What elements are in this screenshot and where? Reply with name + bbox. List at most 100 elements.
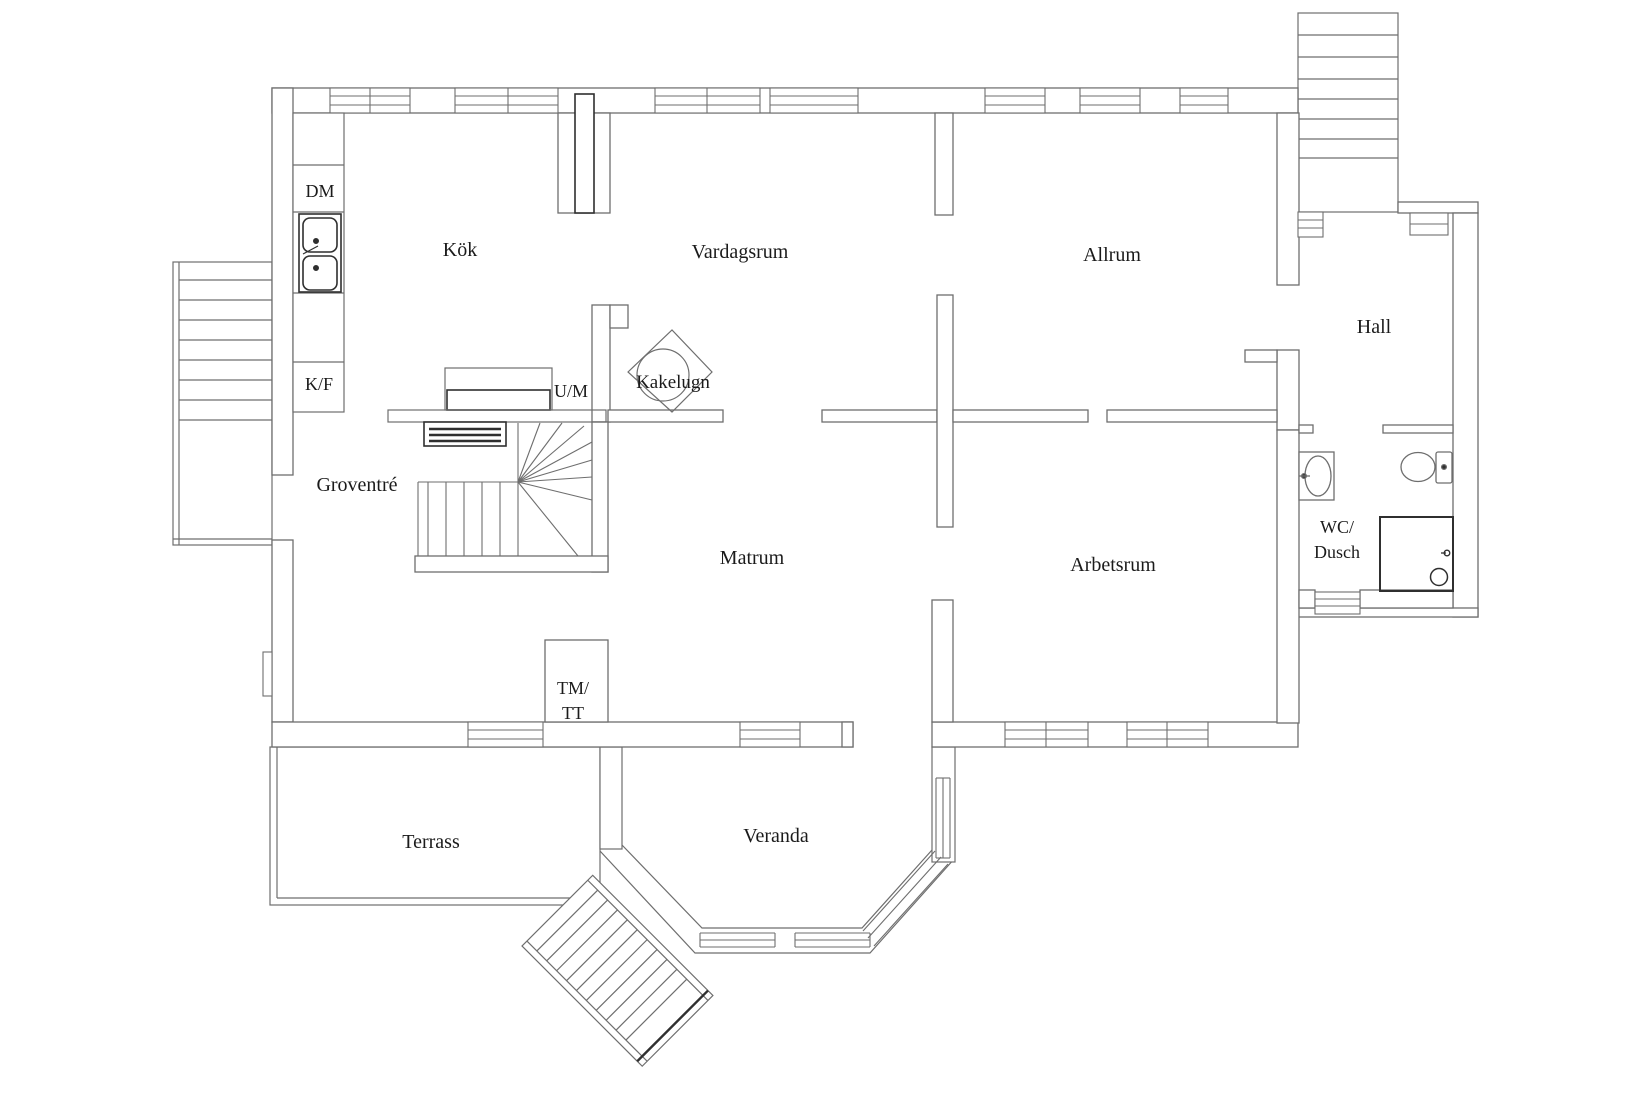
stairs-garden-diagonal [521, 874, 714, 1068]
winder-tread [517, 425, 585, 483]
winder-tread [517, 481, 579, 557]
stair-rail [526, 940, 648, 1062]
stair-outline [521, 874, 714, 1068]
window [467, 721, 544, 748]
window [1079, 87, 1141, 114]
window-line-angled [867, 856, 942, 939]
wall-matrum-north-west [607, 409, 724, 423]
winder-tread [517, 481, 593, 501]
faucet-lever [302, 245, 319, 255]
window [769, 87, 859, 114]
kitchen-fixtures [292, 112, 607, 423]
fixture-label-dm: DM [305, 181, 334, 201]
stair-tread [615, 968, 678, 1031]
fixture-label-kf: K/F [305, 374, 333, 394]
entry-doorstep [1297, 211, 1324, 238]
window-line-angled [862, 850, 936, 932]
room-label-wc-line1: WC/ [1320, 517, 1354, 537]
wc-doorstep [1314, 591, 1361, 615]
window [1179, 87, 1229, 114]
shower-icon [1379, 516, 1454, 592]
stair-tread [605, 959, 668, 1021]
wall-wc-north-a [1298, 424, 1314, 434]
fixture-label-um: U/M [554, 381, 588, 401]
wall-arbetsrum-east [1276, 429, 1300, 724]
stair-tread [576, 929, 638, 991]
wall-allrum-arbetsrum [1106, 409, 1278, 423]
oven-front [446, 389, 551, 411]
thresholds [1297, 211, 1361, 615]
kitchen-bench [387, 409, 607, 423]
veranda-inner-edge [621, 844, 933, 929]
stove-diamond [627, 329, 713, 413]
winder-tread [517, 422, 541, 483]
stair-tread [595, 949, 658, 1011]
fixture-label-kakelugn: Kakelugn [636, 372, 710, 393]
window [454, 87, 559, 114]
terrace-deck [269, 746, 601, 906]
sink-basin [302, 255, 338, 291]
window [739, 721, 801, 748]
room-labels: Kök Vardagsrum Allrum Hall Groventré Mat… [316, 239, 1391, 853]
stove-circle [636, 348, 690, 402]
room-label-wc-line2: Dusch [1314, 542, 1360, 562]
window [984, 87, 1046, 114]
toilet-bowl [1400, 451, 1436, 483]
stair-outline [1297, 12, 1399, 213]
stair-outline [172, 261, 273, 546]
stairs-interior-winder [417, 422, 593, 557]
winder-tread [517, 422, 563, 483]
veranda-west-wall [599, 746, 623, 850]
wall-stair-east [591, 421, 609, 573]
stair-tread [556, 909, 618, 972]
wall-allrum-hall-lower [1276, 349, 1300, 431]
terrace-outline [269, 746, 601, 906]
stair-tread [625, 978, 688, 1041]
faucet-dot [312, 238, 319, 245]
wall-cross-right-arm [952, 409, 1089, 423]
wall-stub [1244, 349, 1278, 363]
window-small [262, 651, 273, 697]
shower-drain [1429, 567, 1449, 587]
wall-vardagsrum-allrum [934, 112, 954, 216]
wall-matrum-arbetsrum [931, 599, 954, 723]
stair-tread [585, 939, 648, 1001]
room-label-terrass: Terrass [402, 831, 460, 853]
veranda-windows [699, 777, 951, 948]
veranda-outline [599, 746, 956, 954]
wall-cross-vertical [936, 294, 954, 528]
faucet-dot [312, 264, 319, 271]
wall-hall-north [1397, 201, 1479, 214]
chimney-shaft [574, 93, 595, 214]
winder-tread [517, 476, 593, 483]
stair-tread [546, 899, 608, 962]
wall-kakelugn [591, 304, 611, 423]
kitchen-sink-icon [298, 213, 342, 293]
oven-microwave-unit [444, 367, 553, 411]
room-label-kok: Kök [443, 239, 477, 261]
wall-south-east [931, 721, 1299, 748]
wall-door-jamb [841, 721, 854, 748]
fixture-labels: DM K/F U/M TM/ TT Kakelugn [305, 181, 710, 723]
wall-wc-south-a [1298, 589, 1316, 609]
room-label-arbetsrum: Arbetsrum [1070, 554, 1156, 576]
stair-end-cap [636, 989, 709, 1063]
wall-wc-south-b [1359, 589, 1454, 609]
windows [262, 87, 1449, 748]
closet-tm-tt [544, 639, 609, 723]
winder-tread [517, 459, 593, 483]
stairs-entrance-exterior [1297, 12, 1399, 213]
wall-allrum-hall-upper [1276, 112, 1300, 286]
wall-west-upper [271, 87, 294, 476]
fixture-label-tm: TM/ [557, 678, 589, 698]
wall-west-lower [271, 539, 294, 723]
room-label-vardagsrum: Vardagsrum [692, 241, 789, 263]
sink-unit [298, 213, 342, 293]
stair-tread [566, 919, 628, 982]
wall-stair-south [414, 555, 609, 573]
shower-tray [1379, 516, 1454, 592]
bathroom-fixtures [1298, 451, 1453, 501]
wall-east [1452, 212, 1479, 618]
